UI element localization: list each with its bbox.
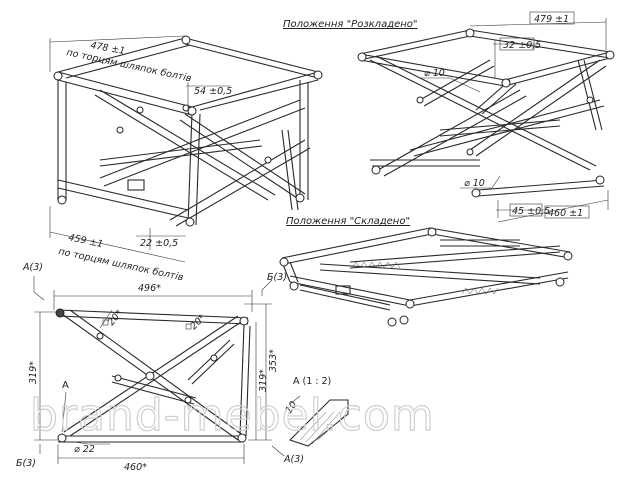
angle-20-left: 20*	[106, 308, 125, 328]
watermark: brand-mebel.com	[30, 390, 435, 441]
iso-unfolded-left-view: 478 ±1 по торцям шляпок болтів 54 ±0,5 4…	[49, 35, 323, 284]
dim-479: 479 ±1	[534, 14, 569, 25]
dia-10-bottom: ⌀ 10	[464, 178, 485, 189]
front-view: А(3) 496* 20*	[16, 262, 304, 473]
caption-unfolded: Положення "Розкладено"	[283, 19, 418, 30]
folded-view: Б(3)	[261, 227, 573, 327]
dia-22: ⌀ 22	[74, 444, 95, 455]
dim-319-left: 319*	[28, 361, 39, 384]
section-a-bottom: А(3)	[283, 454, 304, 465]
caption-folded: Положення "Складено"	[286, 216, 410, 227]
dim-45: 45 ±0,5	[512, 206, 550, 217]
section-b-bottom: Б(3)	[16, 458, 36, 469]
iso-unfolded-right-view: 479 ±1 32 ±0,5 ⌀ 10 ⌀ 10 45 ±0,5 460 ±1	[357, 11, 615, 223]
detail-title: А (1 : 2)	[293, 376, 331, 387]
dia-10-top: ⌀ 10	[424, 68, 445, 79]
label-a: А	[62, 380, 69, 391]
dim-32: 32 ±0,5	[503, 40, 541, 51]
dim-460-iso: 460 ±1	[548, 208, 583, 219]
section-a-top: А(3)	[22, 262, 43, 273]
dim-459: 459 ±1	[67, 232, 104, 250]
section-b-folded: Б(3)	[267, 272, 287, 283]
dim-353: 353*	[268, 349, 279, 372]
dim-54: 54 ±0,5	[194, 86, 232, 97]
dim-496: 496*	[138, 283, 161, 294]
dim-22: 22 ±0,5	[140, 238, 178, 249]
dim-319-right: 319*	[258, 369, 269, 392]
dim-459-note: по торцям шляпок болтів	[57, 246, 184, 283]
dim-460-front: 460*	[124, 462, 147, 473]
